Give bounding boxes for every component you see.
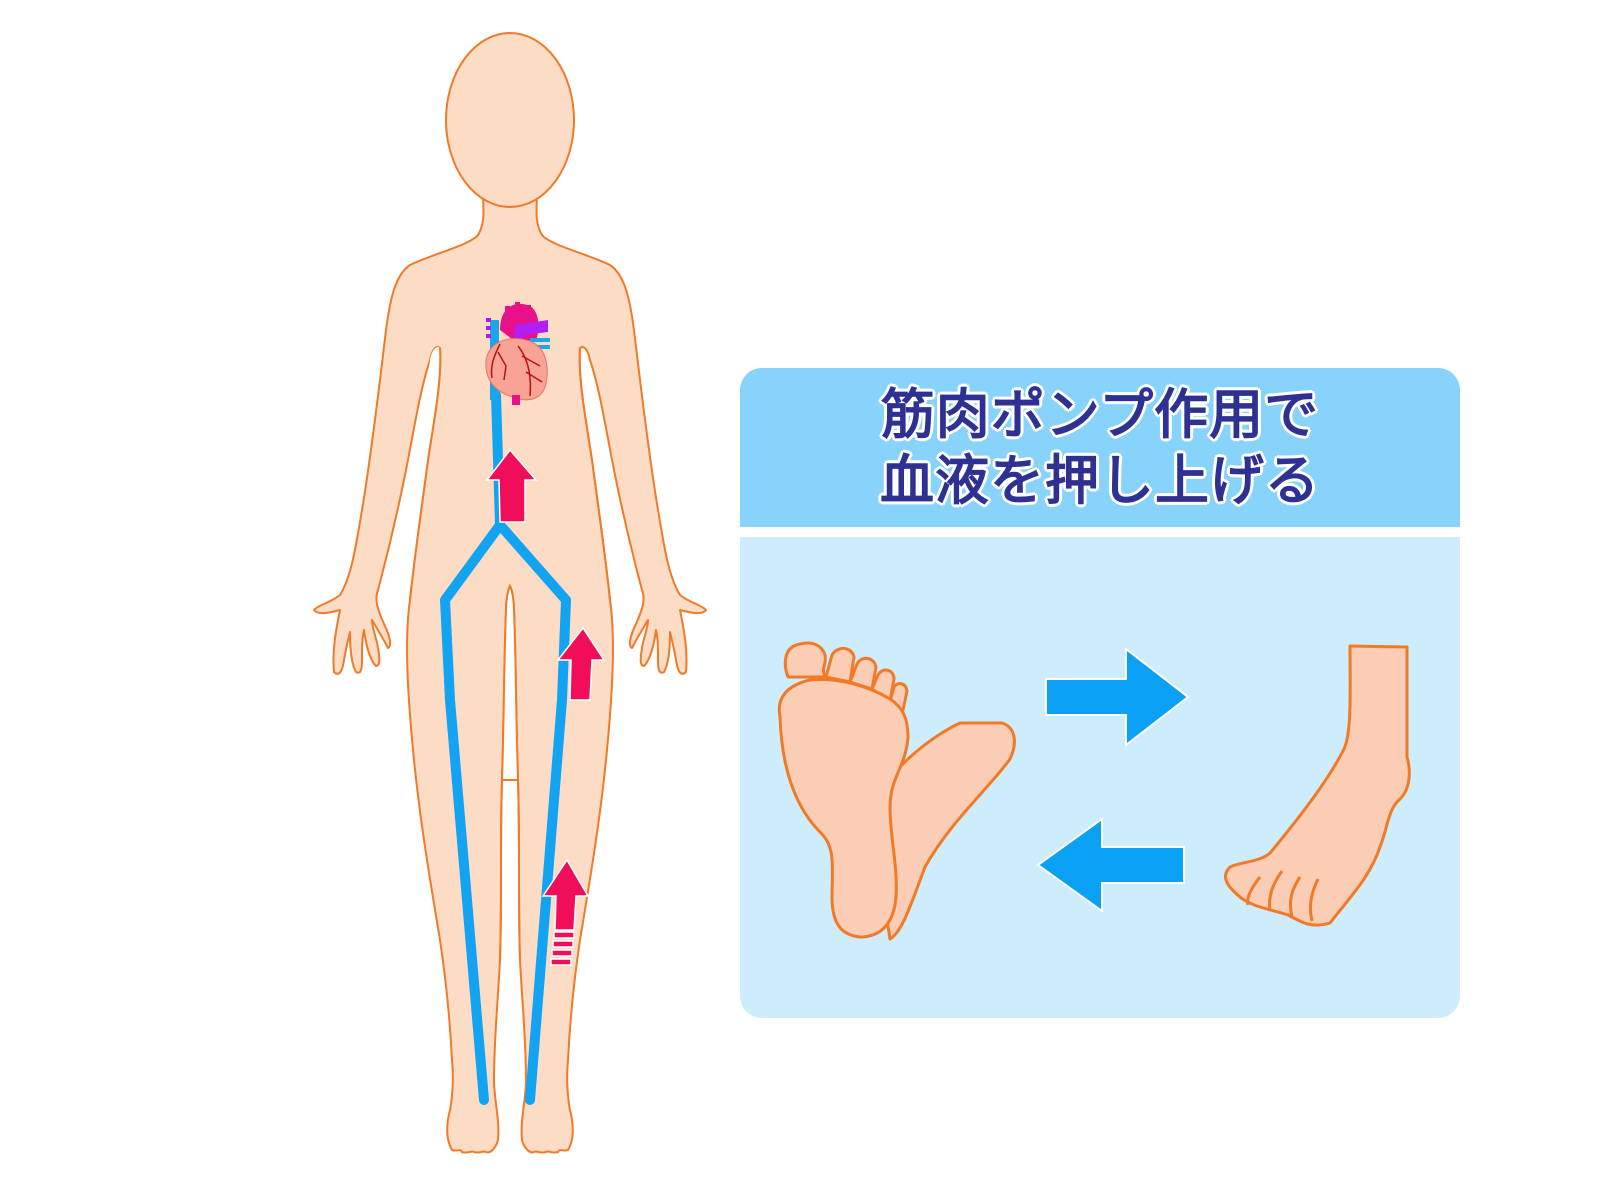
arrow-right-icon xyxy=(1045,646,1190,748)
arrow-up-icon xyxy=(541,858,590,931)
arrow-left-icon xyxy=(1036,817,1185,913)
arrow-up-icon xyxy=(556,626,606,701)
blood-flow-arrows xyxy=(485,448,606,966)
panel-body xyxy=(740,537,1460,1018)
arrow-up-icon xyxy=(485,448,538,523)
heart-icon xyxy=(485,302,550,405)
human-body-figure xyxy=(0,0,760,1200)
panel-title-line-1: 筋肉ポンプ作用で xyxy=(880,382,1320,446)
panel-title-line-2: 血液を押し上げる xyxy=(880,448,1320,512)
foot-pointed-icon xyxy=(1224,644,1411,927)
head xyxy=(445,32,575,208)
muscle-pump-panel: 筋肉ポンプ作用で 血液を押し上げる xyxy=(740,368,1460,1018)
foot-flexed-icon xyxy=(777,641,1016,941)
panel-header: 筋肉ポンプ作用で 血液を押し上げる xyxy=(740,368,1460,527)
